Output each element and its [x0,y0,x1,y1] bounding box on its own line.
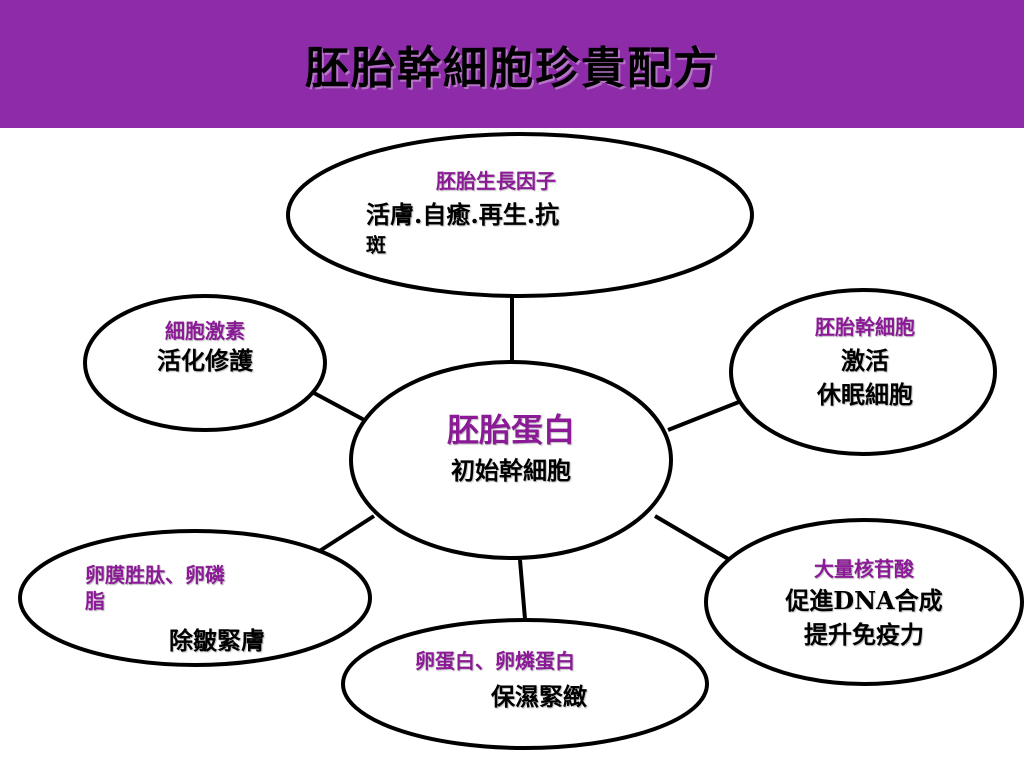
node-upper-right-title: 胚胎幹細胞 [815,315,915,339]
node-bottom: 卵蛋白、卵燐蛋白 保濕緊緻 [415,648,675,714]
connector-upper-left [313,391,369,424]
node-center: 胚胎蛋白 初始幹細胞 [391,408,631,488]
title-banner [0,0,1024,128]
node-upper-right-ellipse [729,288,997,456]
node-lower-left-detail: 除皺緊膚 [169,626,265,655]
node-top-ellipse [286,132,754,298]
node-upper-right-detail-2: 休眠細胞 [817,380,913,409]
node-center-detail: 初始幹細胞 [451,456,571,485]
connector-lower-left [316,514,376,554]
node-lower-left: 卵膜胜肽、卵磷 脂 除皺緊膚 [85,562,325,658]
slide-title: 胚胎幹細胞珍貴配方 [305,43,719,94]
node-bottom-detail: 保濕緊緻 [491,682,587,711]
node-upper-right-detail-1: 激活 [841,346,889,375]
node-lower-right-detail-2: 提升免疫力 [804,620,924,649]
node-center-title: 胚胎蛋白 [446,411,575,449]
connector-lower-right [653,514,732,562]
node-upper-right: 胚胎幹細胞 激活 休眠細胞 [770,314,960,412]
node-upper-left: 細胞激素 活化修護 [110,318,300,378]
node-top-detail-2: 斑 [366,233,386,257]
node-lower-right-detail-1: 促進DNA合成 [785,586,943,615]
connector-bottom [518,559,527,620]
node-top-detail-1: 活膚.自癒.再生.抗 [366,200,560,229]
node-upper-left-ellipse [83,294,327,432]
connector-upper-right [667,398,745,432]
node-top-title: 胚胎生長因子 [436,169,556,193]
node-center-ellipse [349,360,673,560]
node-lower-left-ellipse [18,529,372,667]
node-upper-left-title: 細胞激素 [165,319,245,343]
node-lower-left-title-1: 卵膜胜肽、卵磷 [85,563,225,587]
node-lower-right-ellipse [704,518,1024,686]
node-lower-right: 大量核苷酸 促進DNA合成 提升免疫力 [754,556,974,652]
node-bottom-title: 卵蛋白、卵燐蛋白 [415,649,575,673]
node-lower-left-title-2: 脂 [85,589,105,613]
node-lower-right-title: 大量核苷酸 [814,557,914,581]
node-top: 胚胎生長因子 活膚.自癒.再生.抗 斑 [366,168,666,258]
node-upper-left-detail: 活化修護 [157,346,253,375]
node-bottom-ellipse [341,618,709,750]
